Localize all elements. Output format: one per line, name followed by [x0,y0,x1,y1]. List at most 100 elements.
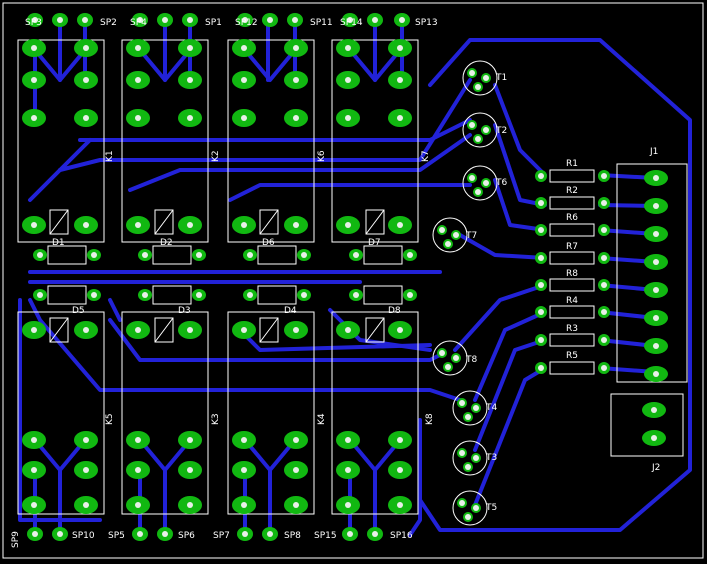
diode-label: D7 [368,238,381,248]
transistor-label: T5 [485,503,497,513]
pad-drill-hole [187,115,193,121]
pad-drill-hole [473,455,479,461]
sp-label-top: SP1 [205,18,222,28]
diode-labels: D1 D2 D6 D7 D5 D3 D4 D8 [52,238,401,316]
pad-drill-hole [83,222,89,228]
transistor-label: T3 [485,453,497,463]
connector-label-j1: J1 [649,147,658,157]
pad-drill-hole [345,115,351,121]
diode-outlines [47,245,403,305]
pad-drill-hole [142,252,148,258]
transistor-body [432,217,468,253]
pad-drill-hole [293,467,299,473]
pad-drill-hole [187,437,193,443]
pad-drill-hole [653,343,659,349]
pad-drill-hole [137,531,143,537]
pad-drill-hole [397,45,403,51]
pad-drill-hole [293,222,299,228]
resistor-body [549,333,595,347]
transistor-labels: T1 T2 T6 T7 T8 T4 T3 T5 [465,73,507,513]
pad-drill-hole [345,327,351,333]
pad-drill-hole [347,17,353,23]
pad-drill-hole [196,252,202,258]
pad-drill-hole [653,371,659,377]
pad-drill-hole [397,222,403,228]
pad-drill-hole [397,437,403,443]
pad-drill-hole [465,464,471,470]
pad-drill-hole [267,531,273,537]
pad-drill-hole [242,531,248,537]
pad-drill-hole [82,17,88,23]
sp-label-bottom: SP16 [390,531,413,541]
pad-drill-hole [538,309,544,315]
pad-drill-hole [135,502,141,508]
pad-drill-hole [651,407,657,413]
pad-drill-hole [301,292,307,298]
pad-drill-hole [353,252,359,258]
pad-drill-hole [483,180,489,186]
pad-drill-hole [31,77,37,83]
pad-drill-hole [469,70,475,76]
pad-drill-hole [601,309,607,315]
pad-drill-hole [475,189,481,195]
transistors [432,60,498,526]
pad-drill-hole [397,327,403,333]
resistor-label: R7 [566,242,578,252]
transistor-label: T7 [465,231,477,241]
pad-drill-hole [83,437,89,443]
pad-drill-hole [445,241,451,247]
pad-drill-hole [293,77,299,83]
pad-drill-hole [651,435,657,441]
pad-drill-hole [293,115,299,121]
diode-label: D1 [52,238,65,248]
relay-label: K1 [105,150,115,162]
pad-drill-hole [83,77,89,83]
relay-label: K2 [211,150,221,162]
sp-label-bottom: SP9 [11,531,21,548]
pad-drill-hole [445,364,451,370]
pad-drill-hole [345,437,351,443]
transistor-body [452,440,488,476]
pad-drill-hole [241,115,247,121]
pad-drill-hole [31,222,37,228]
diode-label: D3 [178,306,191,316]
relay-label: K4 [317,413,327,425]
pad-drill-hole [538,282,544,288]
pad-drill-hole [601,255,607,261]
pad-drill-hole [83,327,89,333]
pad-drill-hole [162,531,168,537]
pad-drill-hole [83,467,89,473]
pad-drill-hole [135,45,141,51]
pad-drill-hole [241,437,247,443]
pad-drill-hole [293,327,299,333]
relay-labels: K1 K2 K6 K7 K5 K3 K4 K8 [105,150,435,425]
pad-drill-hole [469,122,475,128]
j1-outline [616,163,688,383]
pad-drill-hole [653,315,659,321]
resistor-body [549,305,595,319]
resistor-label: R4 [566,296,578,306]
pad-drill-hole [31,45,37,51]
diode-label: D6 [262,238,275,248]
relay-outlines [17,39,419,515]
pad-drill-hole [345,222,351,228]
transistor-label: T6 [495,178,507,188]
pad-drill-hole [241,502,247,508]
pad-drill-hole [142,292,148,298]
pad-drill-hole [91,292,97,298]
resistor-body [549,223,595,237]
pad-drill-hole [601,282,607,288]
pad-drill-hole [267,17,273,23]
pad-drill-hole [57,531,63,537]
transistor-label: T4 [485,403,497,413]
resistor-label: R1 [566,159,578,169]
resistor-body [549,196,595,210]
pad-drill-hole [483,75,489,81]
component-pads [22,13,668,541]
pad-drill-hole [538,365,544,371]
relay-label: K5 [105,413,115,425]
relay-label: K7 [421,150,431,162]
pad-drill-hole [473,505,479,511]
resistor-outlines [549,169,595,375]
pad-drill-hole [473,405,479,411]
